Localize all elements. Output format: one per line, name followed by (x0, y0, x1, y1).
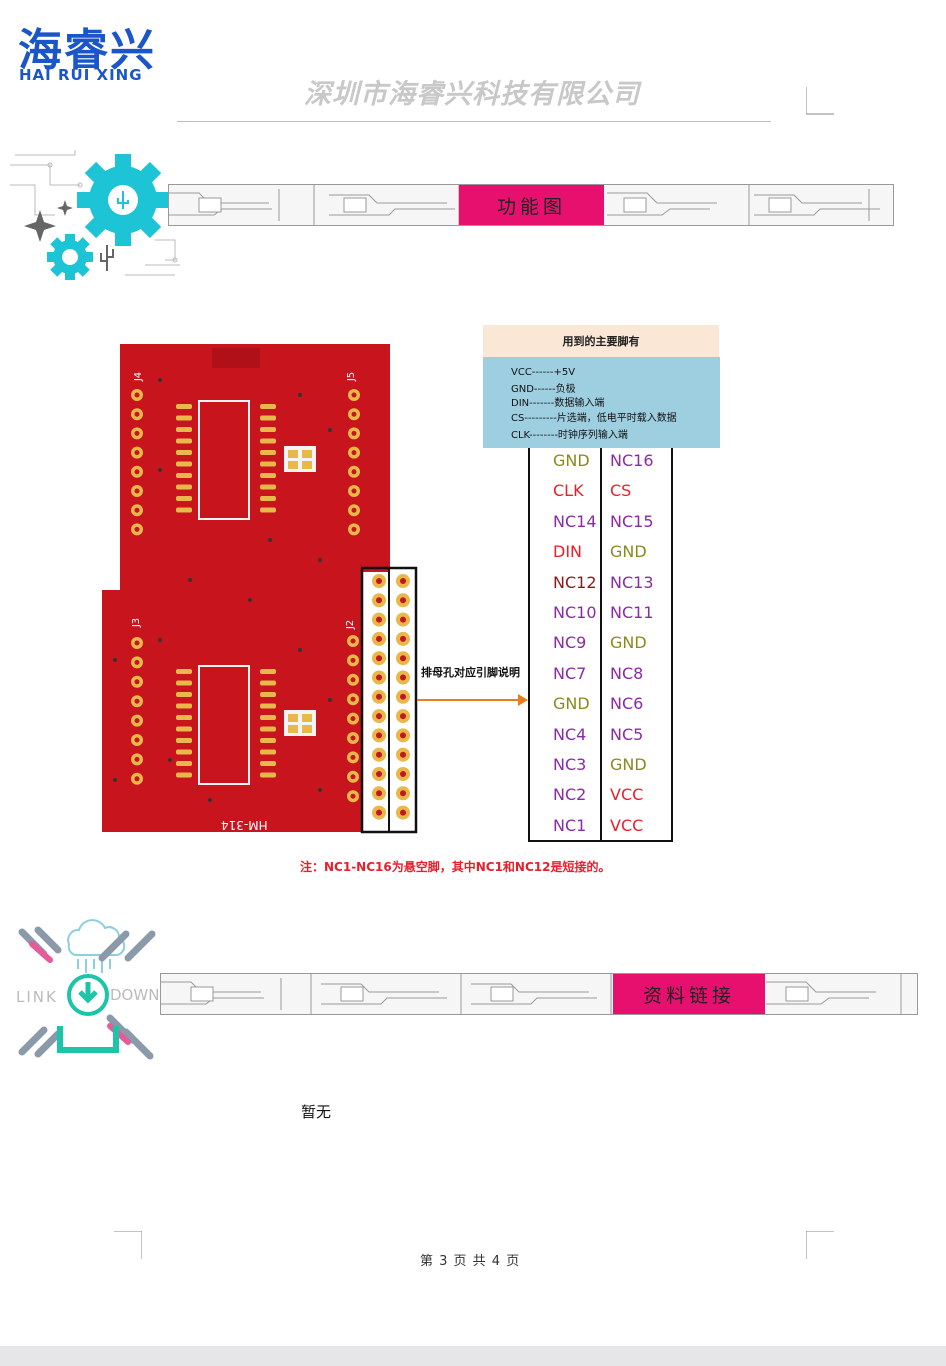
pin-right-cs: CS (610, 481, 632, 501)
connector-label-j2: J2 (345, 619, 357, 630)
pin-left-nc4: NC4 (553, 724, 587, 744)
pin-right-nc13: NC13 (610, 572, 654, 592)
pin-right-nc16: NC16 (610, 451, 654, 470)
pin-left-nc9: NC9 (553, 633, 587, 653)
logo-chinese: 海睿兴 (18, 25, 156, 76)
pin-right-nc6: NC6 (610, 694, 644, 714)
pin-table-divider (600, 448, 602, 842)
pin-note: 注：NC1-NC16为悬空脚，其中NC1和NC12是短接的。 (300, 860, 611, 874)
pin-right-nc5: NC5 (610, 724, 644, 744)
connector-label-j5: J5 (346, 371, 358, 382)
no-data-text: 暂无 (301, 1103, 332, 1121)
pcb-diagram (102, 344, 528, 834)
link-banner-label: 资料链接 (613, 974, 765, 1014)
connector-label-j3: J3 (131, 617, 143, 628)
pin-left-gnd: GND (553, 451, 590, 470)
pin-right-vcc: VCC (610, 815, 644, 835)
pin-right-gnd: GND (610, 542, 647, 562)
pin-right-nc11: NC11 (610, 603, 654, 622)
info-box: VCC------+5V GND------负极 DIN-------数据输入端… (483, 357, 720, 448)
connector-label-j4: J4 (133, 371, 145, 382)
down-icon-text: DOWN (110, 986, 159, 1004)
arrow-label: 排母孔对应引脚说明 (421, 666, 520, 679)
pin-left-nc1: NC1 (553, 815, 587, 835)
info-line: CLK--------时钟序列输入端 (511, 430, 628, 441)
pin-right-nc15: NC15 (610, 511, 654, 531)
pin-left-nc12: NC12 (553, 572, 597, 592)
pin-left-gnd: GND (553, 694, 590, 714)
info-line: VCC------+5V (511, 367, 576, 378)
pin-left-din: DIN (553, 542, 583, 562)
pin-left-clk: CLK (553, 481, 584, 501)
link-icon-text: LINK (16, 988, 58, 1006)
link-download-icon: LINK DOWN (16, 919, 159, 1060)
pin-right-vcc: VCC (610, 785, 644, 805)
header-divider (177, 121, 771, 122)
pin-left-nc7: NC7 (553, 663, 587, 683)
board-label: HM-314 (221, 818, 268, 832)
info-line: GND------负极 (511, 384, 576, 395)
crop-mark-top-right (806, 87, 834, 115)
function-banner: 功能图 (168, 184, 894, 226)
crop-mark-bottom-right (806, 1231, 834, 1259)
pin-left-nc3: NC3 (553, 755, 587, 774)
company-name: 深圳市海睿兴科技有限公司 (304, 79, 640, 110)
link-banner: 资料链接 (160, 973, 918, 1015)
logo-english: HAI RUI XING (19, 66, 143, 84)
pin-left-nc14: NC14 (553, 511, 597, 531)
pin-right-nc8: NC8 (610, 663, 644, 683)
pin-right-gnd: GND (610, 633, 647, 653)
function-banner-label: 功能图 (459, 185, 604, 225)
info-box-title: 用到的主要脚有 (483, 325, 719, 357)
gear-decoration-icon (10, 150, 180, 280)
page-footer: 第 3 页 共 4 页 (420, 1254, 521, 1269)
crop-mark-bottom-left (114, 1231, 142, 1259)
pin-left-nc2: NC2 (553, 785, 587, 805)
info-line: CS---------片选端，低电平时载入数据 (511, 413, 677, 424)
pin-right-gnd: GND (610, 755, 647, 774)
bottom-strip (0, 1346, 946, 1366)
pin-left-nc10: NC10 (553, 603, 597, 622)
info-line: DIN-------数据输入端 (511, 398, 605, 409)
